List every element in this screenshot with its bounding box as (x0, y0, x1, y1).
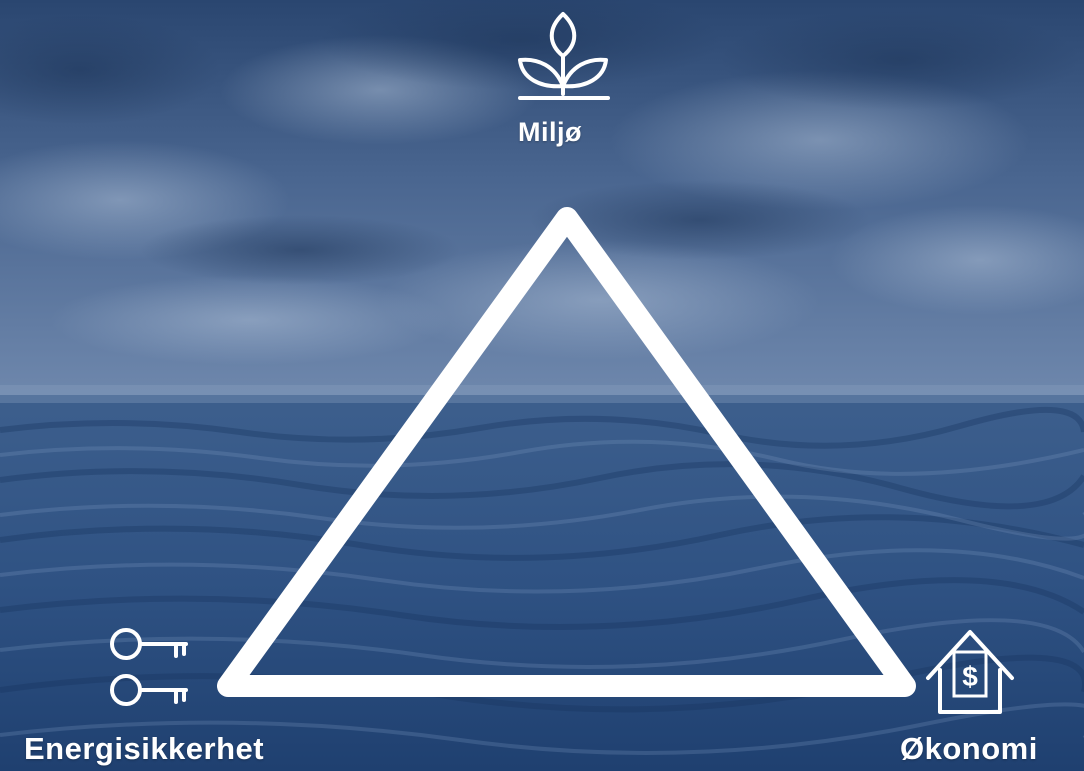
house-dollar-icon: $ (926, 630, 1014, 714)
keys-icon (110, 628, 188, 706)
vertex-label-top: Miljø (518, 117, 582, 147)
vertex-label-right: Økonomi (900, 731, 1038, 766)
sprout-icon (518, 12, 610, 100)
vertex-label-left: Energisikkerhet (24, 731, 265, 766)
triangle-outline (217, 207, 916, 697)
dollar-glyph: $ (962, 661, 978, 692)
